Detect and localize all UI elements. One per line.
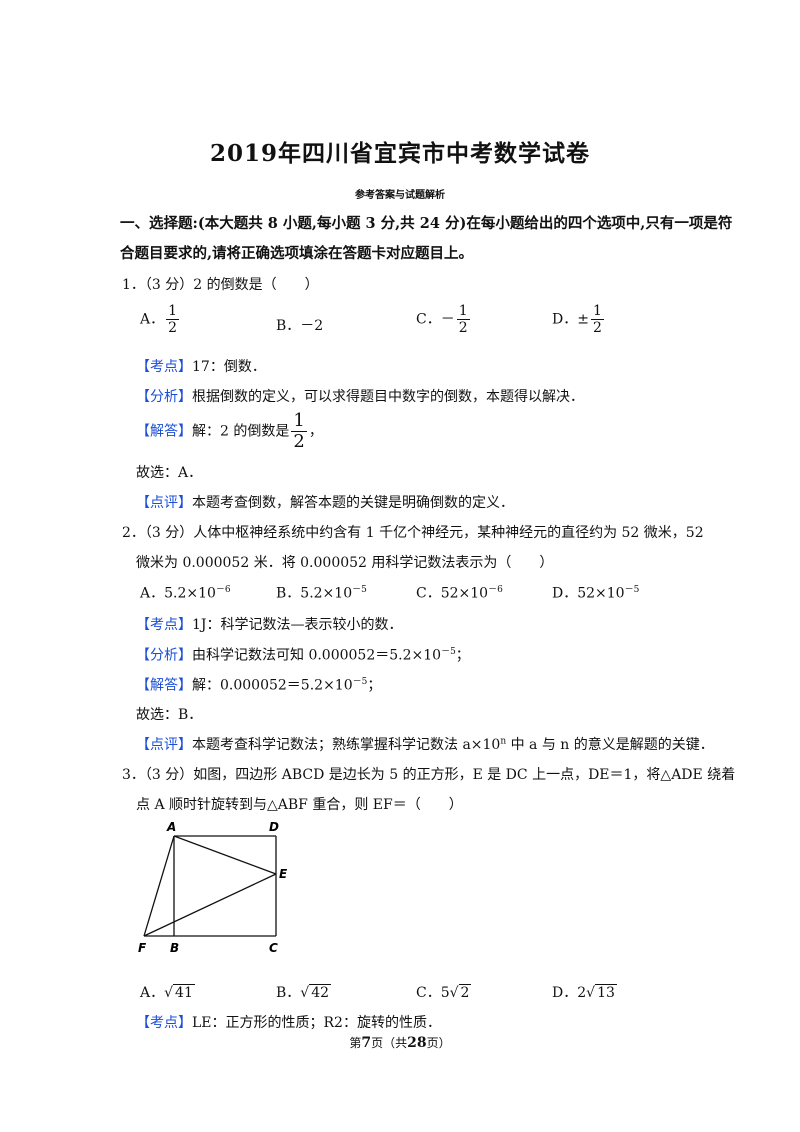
q3-option-d-sqrt: √13 [586, 984, 617, 1001]
q2-option-d: D．52×10－5 [552, 585, 640, 602]
q2-option-b: B．5.2×10－5 [276, 585, 367, 602]
q3-stem-line2: 点 A 顺时针旋转到与△ABF 重合，则 EF＝（ ） [136, 797, 463, 813]
q1-stem: 1．（3 分）2 的倒数是（ ） [122, 277, 319, 293]
q3-option-c-sqrt: √2 [449, 984, 472, 1001]
q3-option-b-sqrt: √42 [300, 984, 332, 1001]
q2-stem-line2: 微米为 0.000052 米．将 0.000052 用科学记数法表示为（ ） [136, 555, 554, 571]
q1-option-d-label: D．± [552, 311, 589, 328]
page-title: 2019年四川省宜宾市中考数学试卷 [209, 140, 590, 167]
q2-option-a: A．5.2×10－6 [140, 585, 231, 602]
q1-guxuan: 故选：A． [136, 465, 203, 481]
figure-label-d: D [269, 820, 279, 834]
figure-edge-fe [143, 873, 277, 937]
current-page-number: 7 [361, 1035, 372, 1051]
q2-guxuan: 故选：B． [136, 707, 203, 723]
q2-dianping: 【点评】本题考查科学记数法；熟练掌握科学记数法 a×10n 中 a 与 n 的意… [136, 736, 714, 753]
q3-option-a-sqrt: √41 [164, 984, 195, 1001]
q2-jieda: 【解答】解：0.000052＝5.2×10－5； [136, 677, 382, 694]
q1-kaodian: 【考点】17：倒数． [136, 359, 266, 375]
section-heading-line2: 合题目要求的,请将正确选项填涂在答题卡对应题目上。 [120, 245, 474, 262]
q1-dianping: 【点评】本题考查倒数，解答本题的关键是明确倒数的定义． [136, 495, 514, 511]
figure-label-e: E [279, 867, 288, 881]
figure-label-f: F [138, 941, 147, 955]
page-footer: 第7页（共28页） [349, 1035, 451, 1051]
q2-option-c: C．52×10－6 [416, 585, 503, 602]
q3-kaodian: 【考点】LE：正方形的性质；R2：旋转的性质． [136, 1015, 441, 1031]
figure-label-c: C [269, 941, 278, 955]
q2-stem-line1: 2．（3 分）人体中枢神经系统中约含有 1 千亿个神经元，某种神经元的直径约为 … [122, 525, 704, 541]
q2-fenxi: 【分析】由科学记数法可知 0.000052＝5.2×10－5； [136, 647, 470, 664]
q3-option-c: C．5√2 [416, 984, 472, 1001]
q3-option-b: B．√42 [276, 984, 332, 1001]
q1-fenxi: 【分析】根据倒数的定义，可以求得题目中数字的倒数，本题得以解决． [136, 389, 584, 405]
q3-option-a: A．√41 [140, 984, 195, 1001]
section-heading-line1: 一、选择题:(本大题共 8 小题,每小题 3 分,共 24 分)在每小题给出的四… [120, 215, 733, 232]
q3-figure: A D E F B C [138, 820, 288, 955]
q3-stem-line1: 3．（3 分）如图，四边形 ABCD 是边长为 5 的正方形，E 是 DC 上一… [122, 767, 736, 783]
q1-option-a-label: A． [140, 311, 165, 328]
figure-label-a: A [166, 820, 176, 834]
total-pages-number: 28 [407, 1035, 427, 1051]
q2-kaodian: 【考点】1J：科学记数法—表示较小的数． [136, 617, 403, 633]
figure-edge-ae [173, 835, 277, 875]
page-subtitle: 参考答案与试题解析 [355, 190, 445, 201]
figure-edge-af [143, 835, 175, 937]
q3-option-d: D．2√13 [552, 984, 617, 1001]
q1-option-c-label: C．－ [416, 311, 455, 328]
q1-option-b: B．－2 [276, 318, 324, 334]
figure-label-b: B [170, 941, 179, 955]
